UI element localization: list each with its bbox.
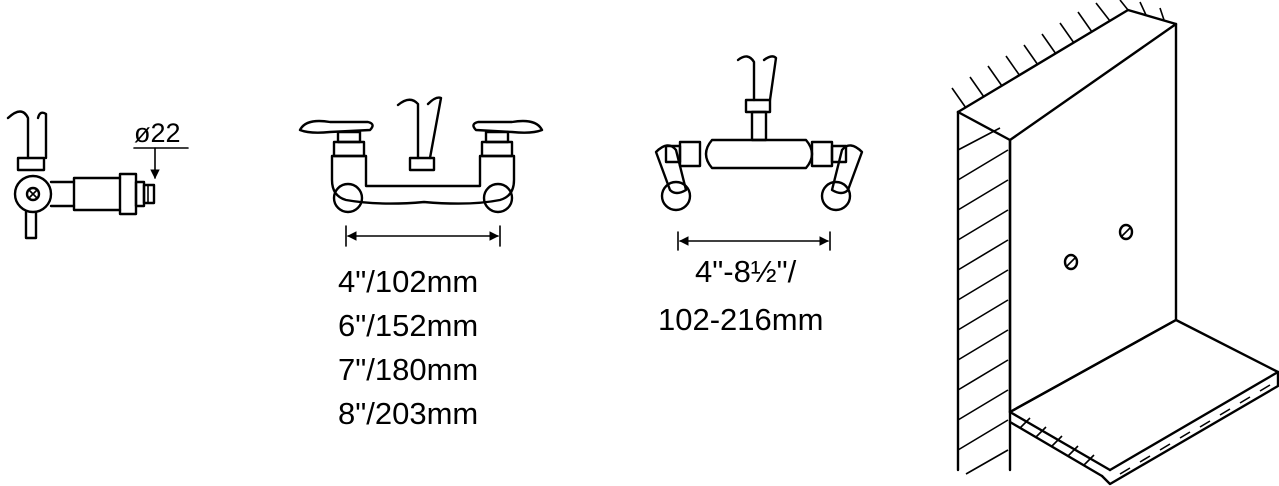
dimension-6in: 6"/152mm xyxy=(338,308,478,343)
adjustable-range-inches: 4"-8½"/ xyxy=(695,254,797,289)
fixed-centers-dimension-arrow xyxy=(345,225,501,247)
wall-top-hatching xyxy=(951,0,1165,109)
dimension-4in: 4"/102mm xyxy=(338,264,478,299)
dimension-8in: 8"/203mm xyxy=(338,396,478,431)
ledge-hatching xyxy=(1019,384,1271,475)
front-view-fixed-faucet xyxy=(298,96,544,214)
diameter-callout: ø22 xyxy=(133,118,189,179)
adjustable-dimension-list: 4"-8½"/ 102-216mm xyxy=(658,254,823,337)
diameter-label: ø22 xyxy=(134,118,181,148)
dimension-7in: 7"/180mm xyxy=(338,352,478,387)
wall-side-hatching xyxy=(957,127,1009,475)
wall-mount-isometric xyxy=(951,0,1279,486)
side-view-faucet xyxy=(6,110,156,240)
mounting-hole-left xyxy=(1063,253,1079,271)
adjustable-centers-dimension-arrow xyxy=(677,231,831,251)
mounting-hole-right xyxy=(1118,223,1134,241)
fixed-dimension-list: 4"/102mm 6"/152mm 7"/180mm 8"/203mm xyxy=(338,264,478,431)
front-view-adjustable-faucet xyxy=(654,55,864,212)
adjustable-range-mm: 102-216mm xyxy=(658,302,823,337)
